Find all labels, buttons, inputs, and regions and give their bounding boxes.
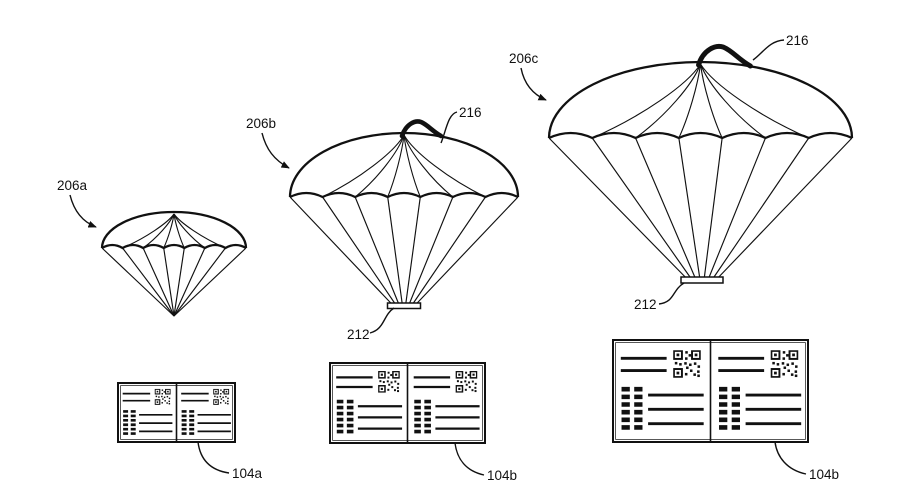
ref-label-212-medium: 212 [347, 327, 370, 342]
gore-line [403, 134, 454, 198]
parachute-small-206a [100, 210, 248, 317]
suspension-line [591, 137, 691, 278]
parachute-medium-206b [288, 119, 520, 310]
gore-line [142, 213, 175, 249]
card-panel [181, 388, 231, 437]
leader-line-216-medium [440, 111, 458, 144]
gore-line [173, 213, 185, 249]
card-panel [718, 350, 802, 432]
canopy-outline [547, 60, 854, 139]
suspension-line [713, 137, 810, 278]
suspension-line [416, 196, 519, 304]
ref-label-104a: 104a [232, 466, 263, 481]
gore-line [592, 63, 701, 139]
leader-line-212-medium [369, 307, 395, 334]
leader-line-104b-middle [454, 442, 485, 476]
leader-arrow-206b [261, 132, 290, 169]
suspension-line [173, 247, 247, 317]
payload-attachment-bar [386, 302, 422, 310]
label-card-104b-right [612, 339, 809, 443]
apex-handle-icon [399, 119, 444, 139]
ref-label-216-large: 216 [786, 33, 809, 48]
suspension-line [173, 247, 226, 317]
leader-arrow-206a [69, 194, 97, 228]
suspension-line [163, 247, 175, 317]
parachute-large-206c [547, 44, 854, 284]
suspension-line [718, 137, 853, 278]
payload-attachment-bar [680, 276, 724, 284]
gore-line [678, 63, 702, 139]
figure-line-art [100, 44, 854, 444]
suspension-line [708, 137, 766, 278]
suspension-line [142, 247, 175, 317]
label-card-104a [117, 382, 236, 443]
leader-arrow-206c [520, 67, 547, 101]
suspension-line [635, 137, 696, 278]
suspension-line [703, 137, 723, 278]
gore-line [699, 63, 723, 139]
leader-line-104a [197, 441, 230, 474]
apex-handle-icon [696, 44, 753, 69]
canopy-outline [100, 210, 248, 249]
suspension-line [387, 196, 403, 304]
suspension-line [412, 196, 486, 304]
suspension-line [322, 196, 396, 304]
ref-label-206c: 206c [509, 51, 539, 66]
gore-line [163, 213, 175, 249]
card-panel [336, 371, 403, 435]
ref-label-212-large: 212 [634, 297, 657, 312]
suspension-line [354, 196, 399, 304]
card-panel [413, 371, 480, 435]
ref-label-206a: 206a [57, 178, 88, 193]
gore-line [403, 134, 421, 198]
gore-line [322, 134, 405, 198]
gore-line [122, 213, 175, 249]
ref-label-104b-right: 104b [809, 467, 839, 482]
card-panel [620, 350, 704, 432]
suspension-line [678, 137, 701, 278]
suspension-line [548, 137, 686, 278]
label-card-104b-middle [329, 362, 486, 444]
leader-line-216-large [752, 39, 785, 61]
leader-line-212-large [658, 282, 685, 305]
suspension-line [409, 196, 454, 304]
suspension-line [405, 196, 421, 304]
gore-line [700, 63, 809, 139]
canopy-outline [288, 131, 520, 198]
suspension-line [173, 247, 185, 317]
suspension-line [122, 247, 175, 317]
suspension-line [173, 247, 206, 317]
suspension-line [289, 196, 392, 304]
gore-line [387, 134, 405, 198]
gore-line [699, 63, 766, 139]
gore-line [635, 63, 702, 139]
card-panel [122, 388, 173, 437]
ref-label-206b: 206b [246, 116, 276, 131]
gore-line [354, 134, 405, 198]
suspension-line [101, 247, 175, 317]
ref-label-104b-middle: 104b [487, 468, 517, 483]
ref-label-216-medium: 216 [459, 105, 482, 120]
leader-lines [69, 39, 807, 476]
leader-line-104b-right [774, 441, 807, 475]
gore-line [173, 213, 226, 249]
gore-line [403, 134, 486, 198]
